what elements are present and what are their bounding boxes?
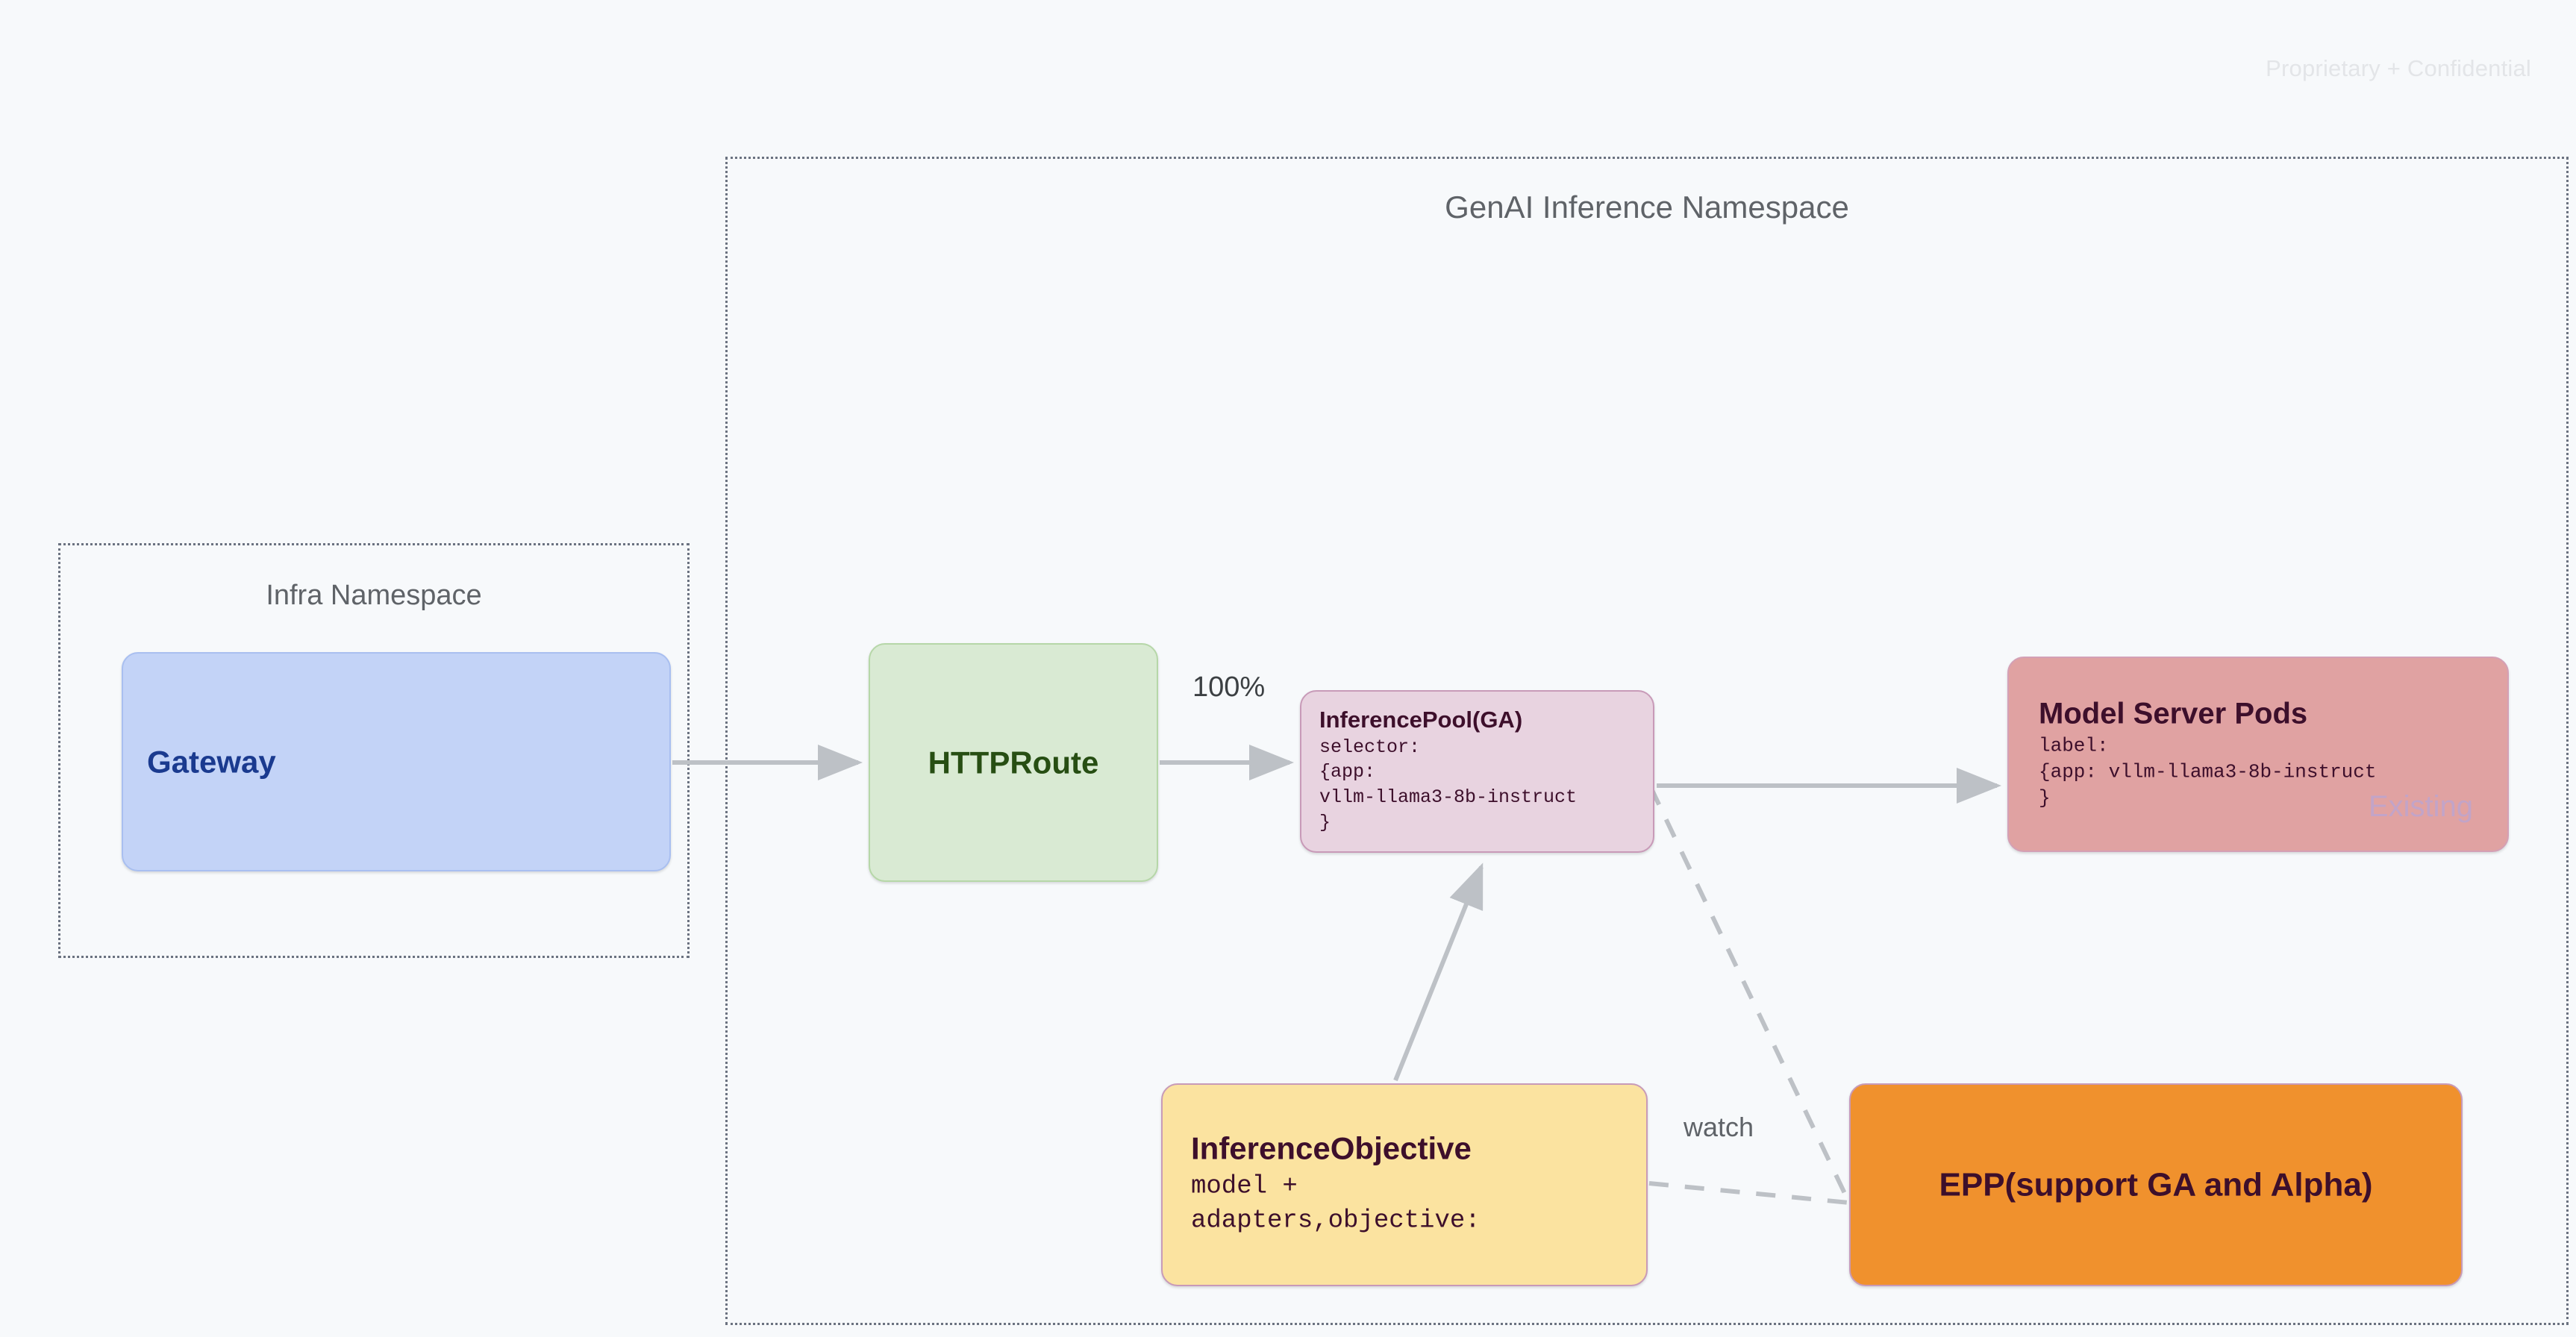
confidentiality-watermark: Proprietary + Confidential xyxy=(2266,55,2531,81)
node-inference-objective-title: InferenceObjective xyxy=(1191,1130,1472,1166)
namespace-genai-title: GenAI Inference Namespace xyxy=(1445,190,1849,225)
node-gateway[interactable]: Gateway xyxy=(122,652,671,871)
node-model-server-pods-details: label: {app: vllm-llama3-8b-instruct } xyxy=(2039,734,2377,810)
node-inference-objective-details: model + adapters,objective: xyxy=(1191,1172,1481,1236)
node-inferencepool-details: selector: {app: vllm-llama3-8b-instruct … xyxy=(1319,736,1578,834)
namespace-infra-title: Infra Namespace xyxy=(266,580,482,611)
status-badge-existing: Existing xyxy=(2368,790,2473,823)
node-model-server-pods-title: Model Server Pods xyxy=(2039,697,2308,730)
node-gateway-title: Gateway xyxy=(147,744,276,780)
edge-label-traffic-weight: 100% xyxy=(1192,671,1266,703)
node-inferencepool[interactable]: InferencePool(GA) selector: {app: vllm-l… xyxy=(1300,690,1654,853)
node-inferencepool-title: InferencePool(GA) xyxy=(1319,707,1523,733)
namespace-genai-inference: GenAI Inference Namespace xyxy=(725,157,2569,1325)
node-inference-objective[interactable]: InferenceObjective model + adapters,obje… xyxy=(1161,1083,1648,1286)
node-epp[interactable]: EPP(support GA and Alpha) xyxy=(1849,1083,2463,1286)
node-model-server-pods[interactable]: Model Server Pods label: {app: vllm-llam… xyxy=(2007,657,2509,852)
namespace-infra: Infra Namespace xyxy=(58,543,690,958)
node-httproute[interactable]: HTTPRoute xyxy=(869,643,1158,882)
node-httproute-title: HTTPRoute xyxy=(928,745,1099,780)
edge-label-watch: watch xyxy=(1684,1112,1754,1142)
node-epp-title: EPP(support GA and Alpha) xyxy=(1939,1166,2373,1203)
